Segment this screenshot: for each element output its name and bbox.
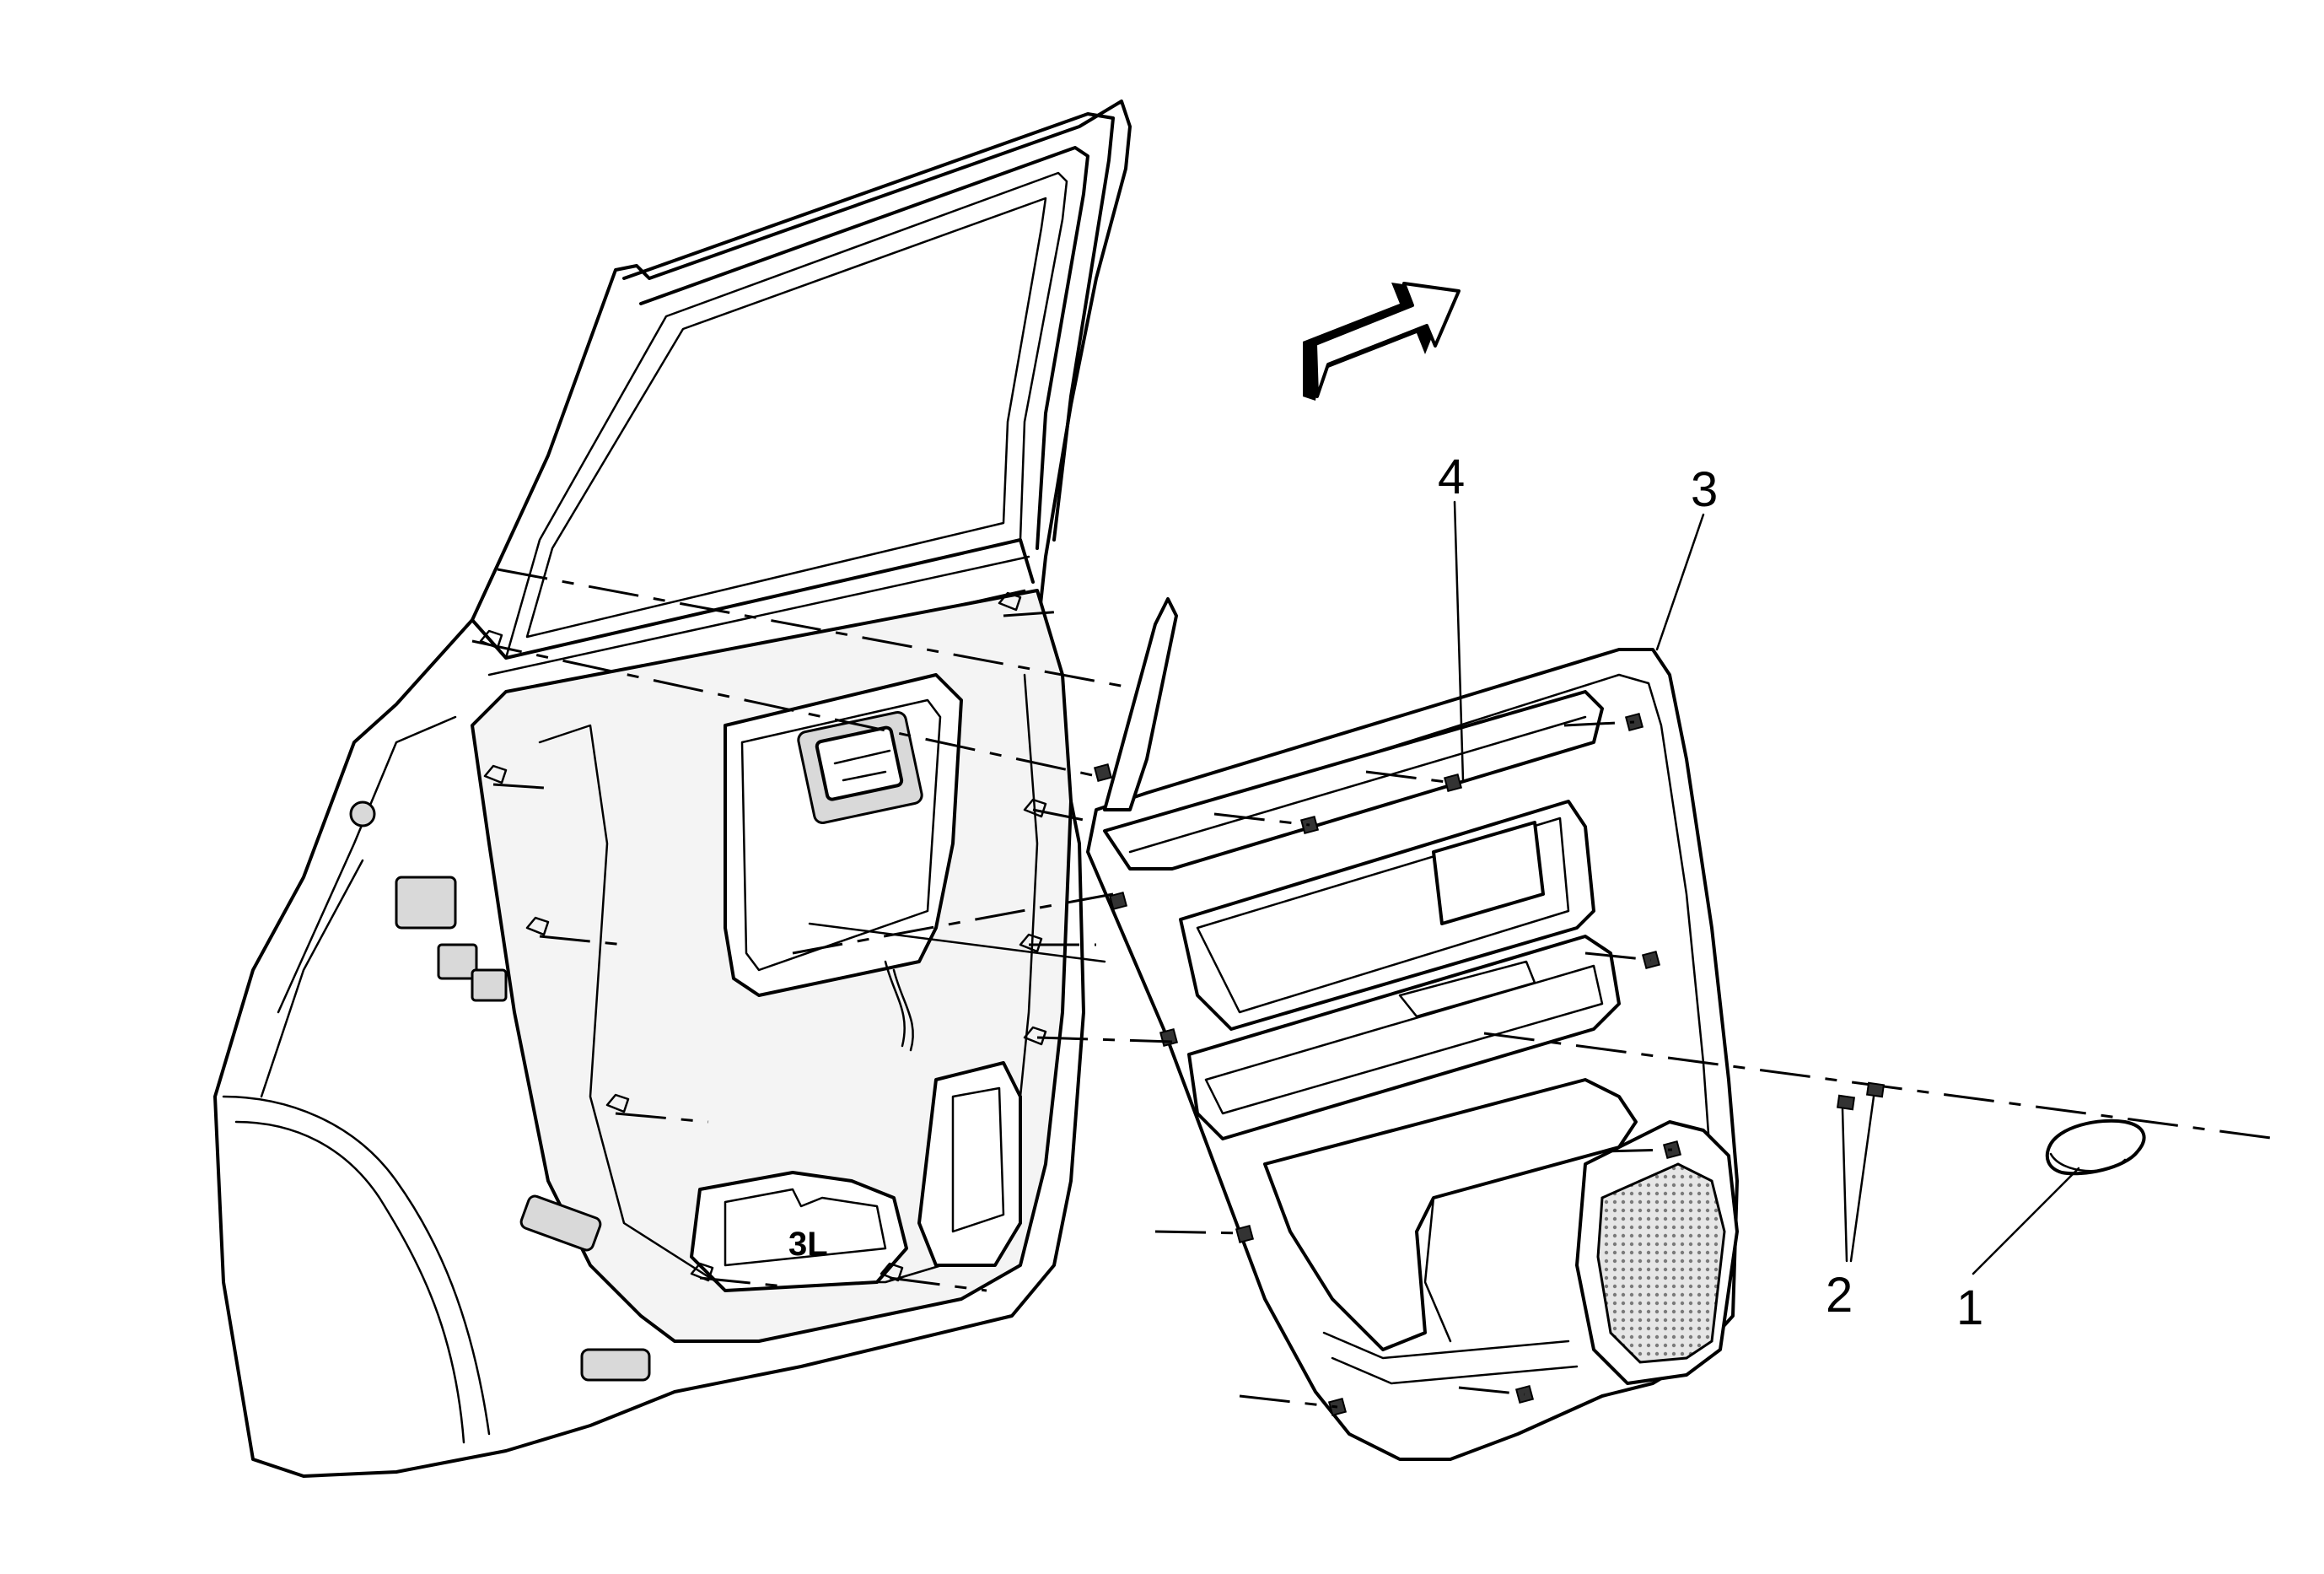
- fasteners-item-2: [1836, 1081, 1886, 1111]
- forward-direction-arrow-icon: [1303, 282, 1461, 401]
- callout-leaders: [1453, 500, 2080, 1275]
- panel-stamp-text: 3L: [788, 1226, 828, 1263]
- callout-1-label: 1: [1956, 1280, 1983, 1335]
- speaker-grille: [1596, 1162, 1726, 1364]
- door-trim-panel: [1086, 597, 1739, 1461]
- trim-cap-item-1: [2045, 1119, 2146, 1176]
- callout-3-label: 3: [1691, 462, 1718, 517]
- callout-2-label: 2: [1826, 1268, 1853, 1323]
- alignment-lines: [471, 568, 2278, 1409]
- callout-4-label: 4: [1438, 450, 1465, 504]
- door-shell: 3L: [213, 100, 1132, 1478]
